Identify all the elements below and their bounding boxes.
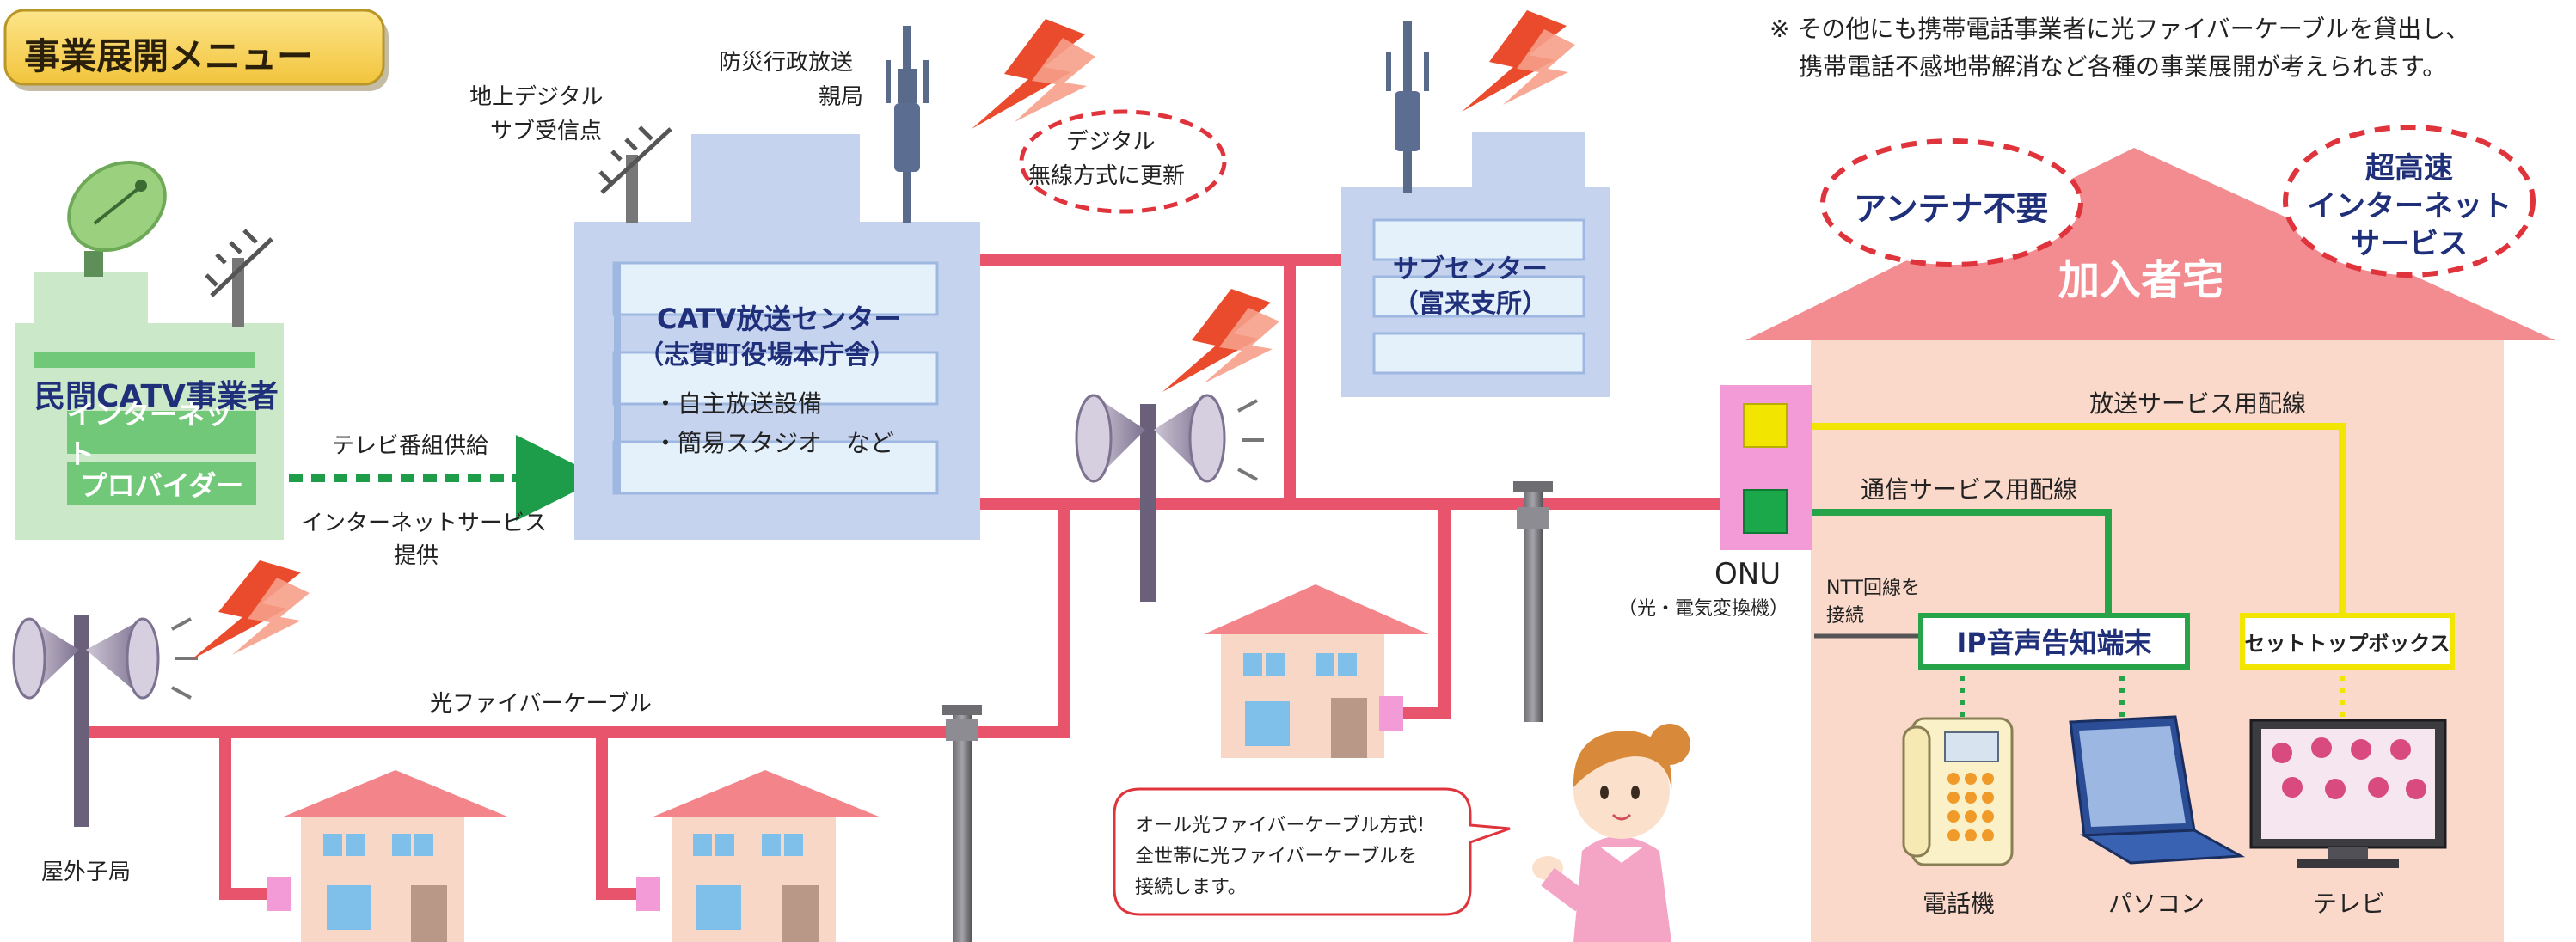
set-top-box-box xyxy=(2240,613,2455,670)
house-icon xyxy=(636,770,879,942)
no-antenna-label: アンテナ不要 xyxy=(1854,190,2049,228)
fiber-cable-label: 光ファイバーケーブル xyxy=(430,691,652,717)
sub-center-building xyxy=(1341,21,1610,397)
internet-bubble xyxy=(2283,125,2536,278)
digital-sub-label-line1: 地上デジタル xyxy=(469,84,604,110)
set-top-box-label: セットトップボックス xyxy=(2244,631,2450,656)
speech-bubble-line1: オール光ファイバーケーブル方式! xyxy=(1135,815,1426,836)
private-catv-name: 民間CATV事業者 xyxy=(34,379,279,414)
catv-center-item1: ・自主放送設備 xyxy=(653,389,823,418)
internet-service-label-line2: 提供 xyxy=(394,543,439,569)
onu-device xyxy=(1720,385,1812,550)
laptop-icon xyxy=(2069,715,2246,865)
utility-pole-icon xyxy=(1513,481,1553,722)
digital-update-line2: 無線方式に更新 xyxy=(1028,163,1186,189)
internet-label-line2: インターネット xyxy=(2307,189,2512,223)
internet-label-line1: 超高速 xyxy=(2365,151,2453,186)
girl-illustration xyxy=(1532,724,1690,942)
catv-center-name-line1: CATV放送センター xyxy=(657,303,902,335)
speech-bubble-line3: 接続します。 xyxy=(1135,877,1247,898)
house-icon xyxy=(1204,584,1429,758)
menu-title-tag xyxy=(3,9,389,91)
subscriber-title: 加入者宅 xyxy=(2058,256,2224,304)
disaster-broadcast-label-line2: 親局 xyxy=(819,84,864,110)
utility-pole-icon xyxy=(942,705,982,942)
ntt-label-line1: NTT回線を xyxy=(1826,578,1920,599)
digital-update-line1: デジタル xyxy=(1066,129,1156,155)
lightning-icon xyxy=(1462,10,1575,112)
lightning-icon xyxy=(1162,289,1279,392)
lightning-icon xyxy=(972,19,1095,129)
menu-title: 事業展開メニュー xyxy=(24,35,314,77)
outdoor-loudspeaker-icon xyxy=(1075,394,1264,602)
catv-center-item2: ・簡易スタジオ など xyxy=(653,429,895,457)
tv-supply-label: テレビ番組供給 xyxy=(332,433,489,459)
lightning-icon xyxy=(191,560,310,660)
isp-label-line1: インターネット xyxy=(67,398,233,470)
note-line-1: ※ その他にも携帯電話事業者に光ファイバーケーブルを貸出し、 xyxy=(1769,15,2470,43)
catv-center-name-line2: （志賀町役場本庁舎） xyxy=(638,340,896,370)
internet-label-line3: サービス xyxy=(2351,227,2468,261)
speech-bubble xyxy=(1113,787,1511,916)
internet-service-label-line1: インターネットサービス xyxy=(301,511,548,536)
outdoor-station-label: 屋外子局 xyxy=(41,859,132,885)
pc-label: パソコン xyxy=(2108,890,2205,918)
no-antenna-bubble xyxy=(1820,138,2083,267)
tv-icon xyxy=(2249,719,2447,868)
radio-mast-icon xyxy=(1386,21,1429,193)
broadcast-wiring-label: 放送サービス用配線 xyxy=(2089,389,2307,418)
note-line-2: 携帯電話不感地帯解消など各種の事業展開が考えられます。 xyxy=(1799,52,2447,81)
digital-antenna-icon xyxy=(598,125,672,223)
disaster-broadcast-label-line1: 防災行政放送 xyxy=(719,50,854,76)
digital-sub-label-line2: サブ受信点 xyxy=(490,119,603,144)
radio-mast-icon xyxy=(886,26,929,223)
phone-label: 電話機 xyxy=(1923,890,1996,918)
ip-terminal-label: IP音声告知端末 xyxy=(1956,627,2152,659)
broadcast-wiring xyxy=(1790,423,2346,621)
onu-sub-label: （光・電気変換機） xyxy=(1618,598,1789,620)
satellite-dish-icon xyxy=(67,160,167,277)
sub-center-name-line1: サブセンター xyxy=(1393,254,1548,284)
isp-label-line2: プロバイダー xyxy=(79,469,244,502)
ip-terminal-box xyxy=(1918,613,2190,670)
house-icon xyxy=(267,770,507,942)
private-catv-building xyxy=(15,160,284,540)
ntt-label-line2: 接続 xyxy=(1826,605,1865,627)
comm-wiring xyxy=(1790,509,2112,621)
fiber-cable-network xyxy=(77,254,1720,900)
catv-center-building xyxy=(574,26,980,540)
outdoor-station-icon xyxy=(12,615,198,827)
sub-center-name-line2: （富来支所） xyxy=(1393,289,1548,319)
comm-wiring-label: 通信サービス用配線 xyxy=(1861,475,2078,504)
tv-antenna-icon xyxy=(205,229,273,327)
onu-label: ONU xyxy=(1714,557,1782,591)
tv-label: テレビ xyxy=(2313,890,2386,918)
speech-bubble-line2: 全世帯に光ファイバーケーブルを xyxy=(1135,846,1418,867)
digital-update-bubble xyxy=(1019,109,1227,214)
phone-icon xyxy=(1902,717,2014,866)
